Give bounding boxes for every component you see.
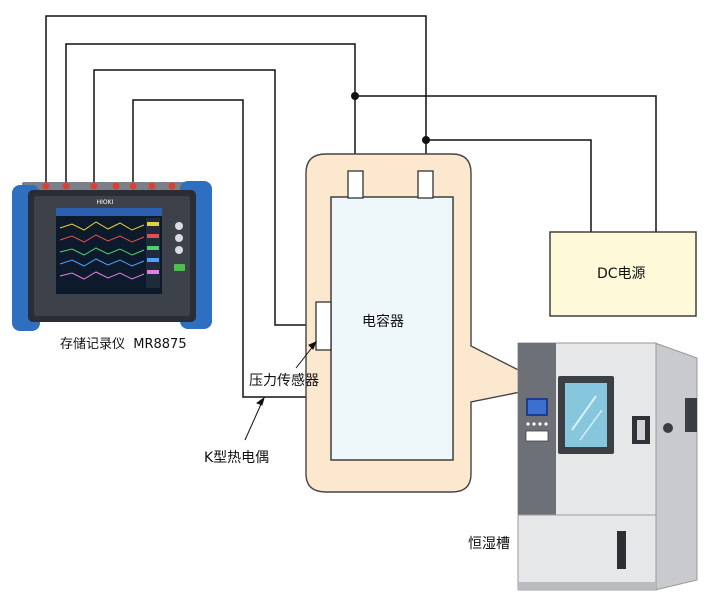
recorder-screen [56, 208, 162, 294]
dc-source [549, 231, 697, 317]
junction-dot-left [351, 92, 359, 100]
wire-dc-negative [426, 139, 592, 232]
pressure-sensor [315, 301, 332, 351]
label-arrows [244, 341, 317, 441]
wire-ch2 [65, 43, 356, 186]
capacitor-terminal-right [417, 170, 434, 199]
wire-ch3 [93, 69, 316, 326]
recorder-waveforms [59, 221, 145, 280]
wire-ch4 [132, 99, 330, 398]
wiring [45, 15, 657, 398]
data-recorder: HIOKI [12, 181, 212, 331]
humidity-chamber [517, 342, 698, 591]
junction-dot-right [422, 136, 430, 144]
pressure-sensor-label: 压力传感器 [249, 372, 319, 389]
capacitor-label: 电容器 [362, 313, 404, 330]
thermocouple-label: K型热电偶 [204, 450, 269, 466]
wire-dc-positive [355, 95, 657, 232]
chamber-label: 恒湿槽 [468, 536, 510, 552]
wire-ch1 [45, 15, 427, 186]
recorder-brand: HIOKI [97, 199, 114, 206]
recorder-connectors [22, 182, 198, 190]
capacitor-terminal-left [347, 170, 364, 199]
recorder-label: 存储记录仪 MR8875 [60, 337, 187, 352]
dc-source-label: DC电源 [597, 266, 646, 282]
